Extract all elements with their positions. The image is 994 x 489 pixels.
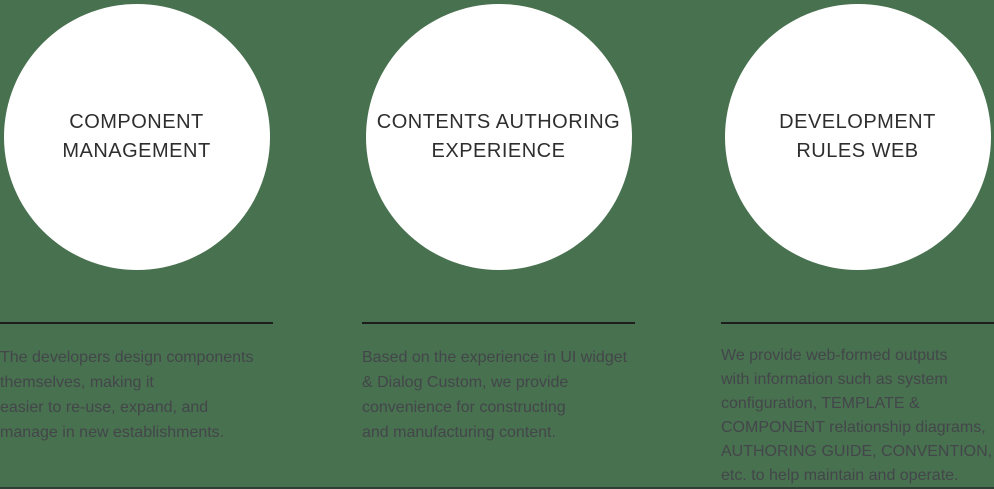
feature-circle: DEVELOPMENT RULES WEB <box>724 4 991 270</box>
feature-column-component-management: COMPONENT MANAGEMENT The developers desi… <box>0 0 273 489</box>
feature-title: DEVELOPMENT RULES WEB <box>779 111 936 162</box>
feature-description: We provide web-formed outputs with infor… <box>721 347 993 484</box>
feature-title: CONTENTS AUTHORING EXPERIENCE <box>376 111 621 162</box>
divider-line <box>721 322 994 324</box>
divider-line <box>362 322 635 324</box>
divider-line <box>0 322 273 324</box>
feature-description: Based on the experience in UI widget & D… <box>362 349 628 441</box>
feature-title: COMPONENT MANAGEMENT <box>62 111 211 162</box>
section-bottom-edge <box>0 487 994 489</box>
feature-column-contents-authoring: CONTENTS AUTHORING EXPERIENCE Based on t… <box>362 0 635 489</box>
feature-column-development-rules: DEVELOPMENT RULES WEB We provide web-for… <box>721 0 994 489</box>
feature-description: The developers design components themsel… <box>0 349 254 441</box>
feature-circle: COMPONENT MANAGEMENT <box>3 4 270 270</box>
feature-circle: CONTENTS AUTHORING EXPERIENCE <box>365 4 632 270</box>
